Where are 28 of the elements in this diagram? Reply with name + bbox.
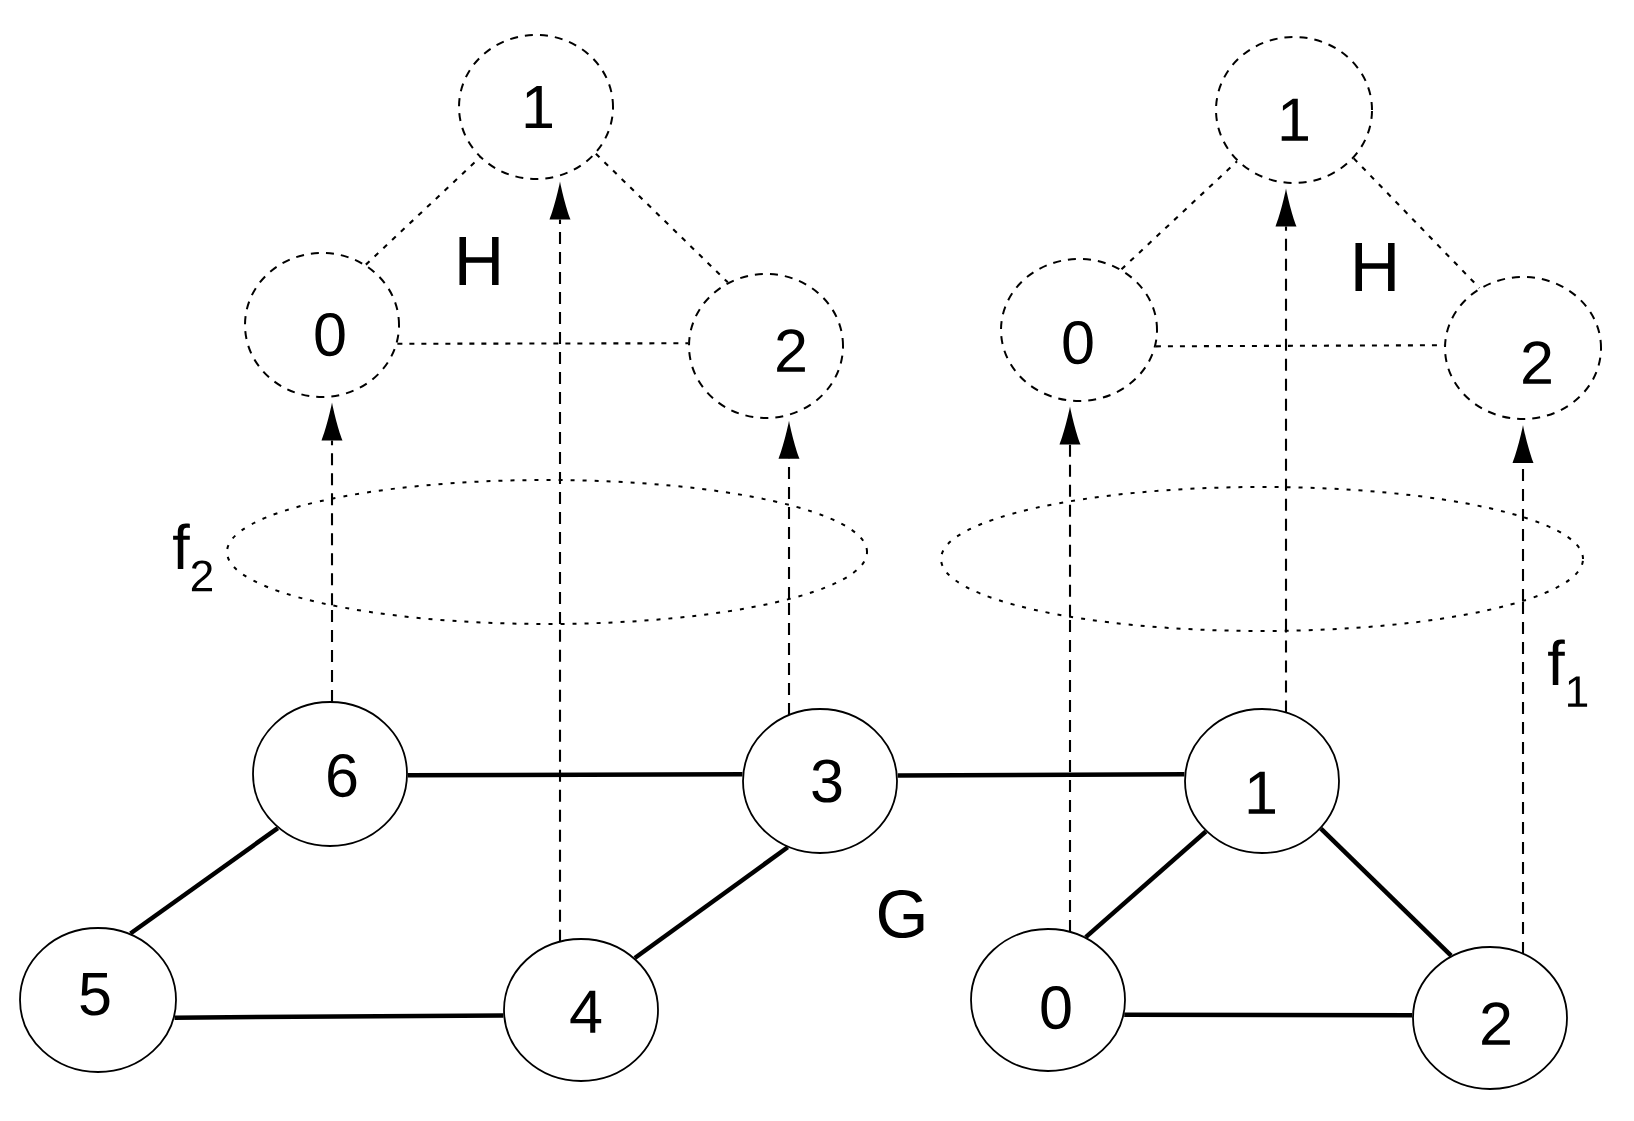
graph-edge [633, 845, 789, 960]
dotted-edge [365, 156, 481, 266]
graph-edge [1319, 827, 1453, 958]
mapping-label: f$_{1}$ [1548, 639, 1588, 707]
graph-edge [1124, 1012, 1413, 1018]
graph-label: H [1355, 242, 1395, 292]
graph-label: H [459, 236, 499, 286]
dashed-arrow [778, 420, 800, 600]
graph-edge [1084, 829, 1208, 939]
dashed-arrow [549, 181, 571, 624]
dashed-arrow [1275, 188, 1297, 631]
dotted-ellipse [226, 479, 868, 625]
graph-edge [129, 826, 280, 936]
dotted-edge [1353, 157, 1481, 289]
dotted-edge [595, 153, 729, 284]
graph-edge [174, 1013, 504, 1020]
dashed-line [1521, 600, 1525, 954]
dotted-ellipse [940, 486, 1584, 632]
dashed-arrow [1512, 425, 1534, 601]
dashed-line [1284, 630, 1288, 713]
graph-label: G [879, 889, 924, 939]
mapping-label: f$_{2}$ [173, 523, 212, 592]
dotted-edge [397, 342, 689, 345]
dotted-edge [1120, 160, 1238, 271]
dashed-arrow [321, 402, 343, 606]
graph-edge [407, 771, 743, 778]
dashed-arrow [1059, 406, 1081, 617]
graph-edge [897, 771, 1185, 778]
